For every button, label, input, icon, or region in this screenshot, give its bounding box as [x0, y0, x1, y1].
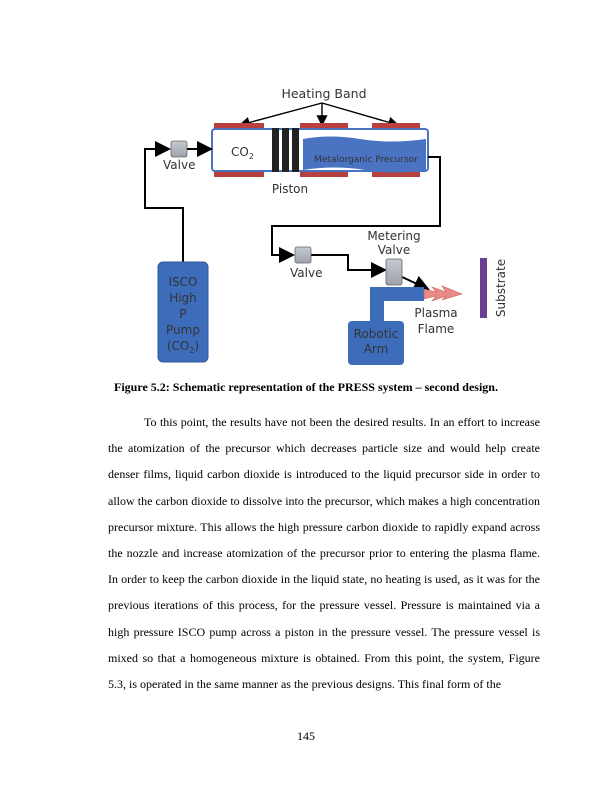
precursor-label: Metalorganic Precursor	[314, 155, 418, 165]
piston	[272, 128, 299, 172]
metering-valve-label-1: Metering	[367, 229, 420, 243]
substrate-bar	[480, 258, 487, 318]
schematic-svg: Heating Band Metalorganic Precursor	[144, 86, 508, 365]
heater-bands	[214, 123, 420, 177]
robotic-arm-structure	[348, 287, 424, 365]
page-number: 145	[297, 729, 315, 743]
robotic-arm-label-1: Robotic	[354, 327, 399, 341]
precursor-liquid	[303, 136, 426, 173]
co2-label: CO2	[231, 145, 254, 161]
piston-label: Piston	[272, 182, 308, 196]
lower-valve-label: Valve	[290, 266, 322, 280]
top-valve-label: Valve	[163, 158, 195, 172]
plasma-flame-label-2: Flame	[418, 322, 455, 336]
metering-valve-icon	[385, 258, 403, 286]
body-paragraph: To this point, the results have not been…	[108, 415, 540, 692]
pump-label-5: (CO2)	[167, 339, 199, 355]
isco-pump	[157, 261, 209, 363]
press-system-schematic: Heating Band Metalorganic Precursor	[0, 0, 612, 380]
plasma-flame-icon	[423, 285, 463, 302]
pump-label-1: ISCO	[169, 275, 198, 289]
robotic-arm-label-2: Arm	[364, 342, 389, 356]
heating-band-label: Heating Band	[281, 86, 366, 101]
lower-valve-icon	[294, 246, 312, 264]
pump-label-2: High	[169, 291, 197, 305]
substrate-label: Substrate	[494, 259, 508, 317]
figure-caption: Figure 5.2: Schematic representation of …	[114, 380, 498, 394]
top-valve-icon	[170, 140, 188, 158]
heating-band-arrows	[238, 102, 400, 128]
metering-valve-label-2: Valve	[378, 243, 410, 257]
pump-label-4: Pump	[166, 323, 200, 337]
pump-label-3: P	[179, 307, 186, 321]
co2-feed-line	[144, 141, 213, 262]
plasma-flame-label-1: Plasma	[414, 306, 457, 320]
